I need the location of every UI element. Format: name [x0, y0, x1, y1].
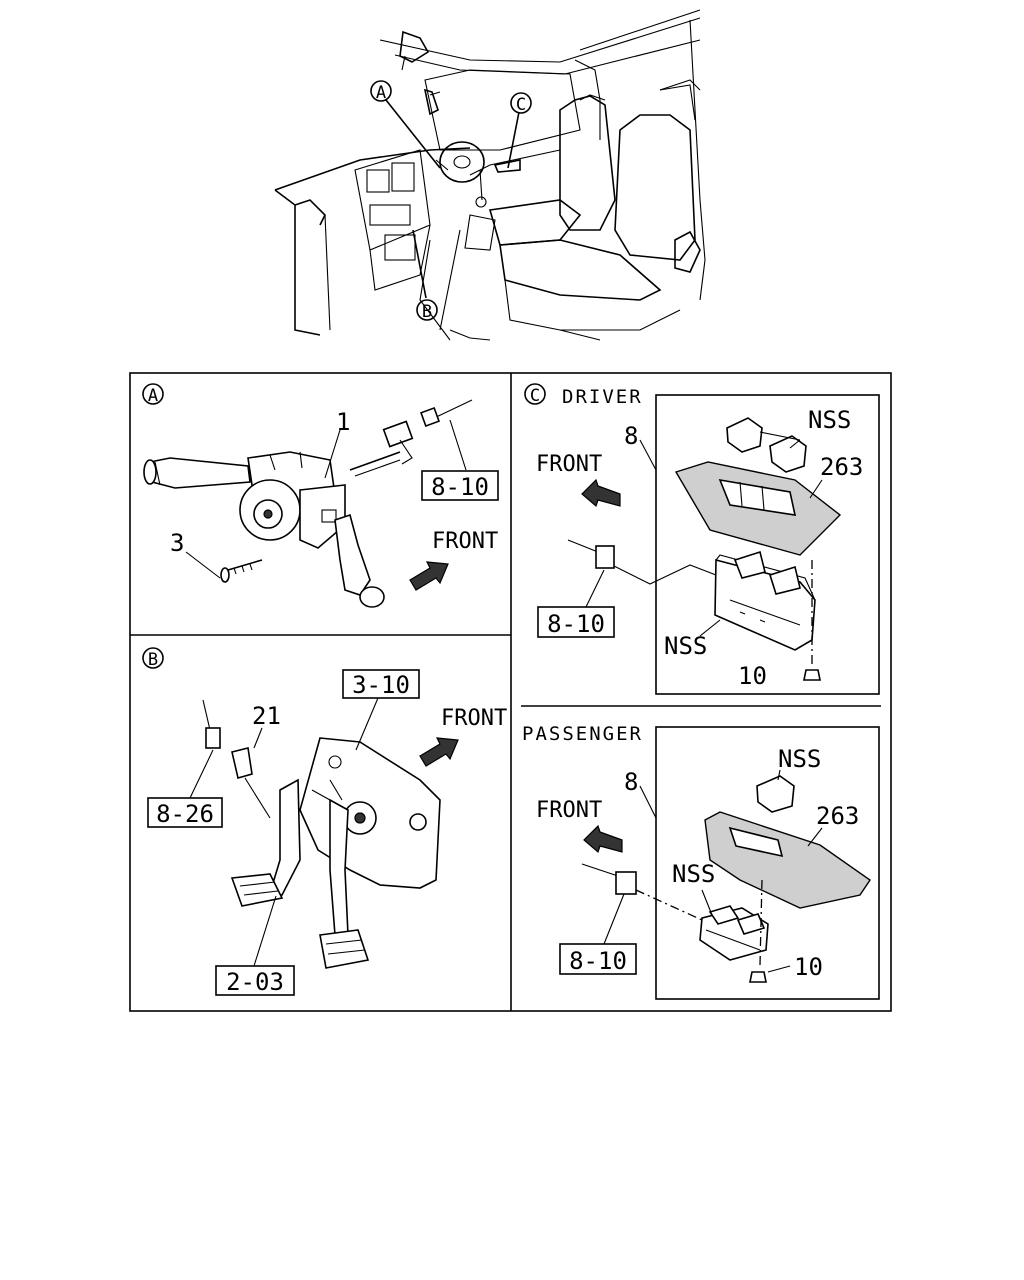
passenger-nss-bottom-label: NSS: [672, 860, 715, 888]
callout-a: A: [370, 80, 392, 103]
front-label-passenger: FRONT: [536, 798, 602, 823]
cab-interior-overview: [274, 9, 706, 341]
passenger-part-263-label: 263: [816, 802, 859, 830]
passenger-title: PASSENGER: [522, 723, 643, 745]
part-1-label: 1: [336, 408, 350, 436]
detail-frame: [129, 372, 892, 1012]
driver-part-8-label: 8: [624, 422, 638, 450]
driver-nss-top-label: NSS: [808, 406, 851, 434]
driver-nss-bottom-label: NSS: [664, 632, 707, 660]
passenger-nss-top-label: NSS: [778, 745, 821, 773]
panel-c-marker: C: [530, 386, 540, 406]
front-arrow-icon: [583, 824, 623, 854]
part-21-label: 21: [252, 702, 281, 730]
front-label-a: FRONT: [432, 529, 498, 554]
passenger-part-10-label: 10: [794, 953, 823, 981]
panel-a-combination-switch: A 1 3 8-10: [142, 383, 499, 608]
panel-b-pedal-assembly: B 8-26 21 3-10 2-03: [142, 647, 507, 996]
ref-3-10: 3-10: [352, 671, 410, 699]
driver-part-263-label: 263: [820, 453, 863, 481]
driver-part-10-label: 10: [738, 662, 767, 690]
callout-c: C: [510, 92, 532, 115]
front-label-b: FRONT: [441, 706, 507, 731]
front-arrow-icon: [409, 561, 449, 591]
driver-ref-8-10: 8-10: [547, 610, 605, 638]
callout-c-letter: C: [516, 95, 526, 115]
callout-b-letter: B: [422, 302, 432, 322]
passenger-part-8-label: 8: [624, 768, 638, 796]
ref-8-26: 8-26: [156, 800, 214, 828]
driver-title: DRIVER: [562, 386, 643, 408]
callout-b: B: [416, 299, 438, 322]
front-arrow-icon: [581, 478, 621, 508]
panel-c-driver: C DRIVER NSS 263 NSS 10 8-10: [524, 383, 880, 695]
passenger-ref-8-10: 8-10: [569, 947, 627, 975]
front-label-driver: FRONT: [536, 452, 602, 477]
ref-8-10-a: 8-10: [431, 473, 489, 501]
panel-a-marker: A: [148, 386, 158, 406]
panel-c-passenger: PASSENGER NSS 263 NSS 10 8-10 8: [522, 723, 880, 1000]
panel-b-marker: B: [148, 650, 158, 670]
part-3-label: 3: [170, 529, 184, 557]
ref-2-03: 2-03: [226, 968, 284, 996]
callout-a-letter: A: [376, 83, 386, 103]
front-arrow-icon: [419, 737, 459, 767]
